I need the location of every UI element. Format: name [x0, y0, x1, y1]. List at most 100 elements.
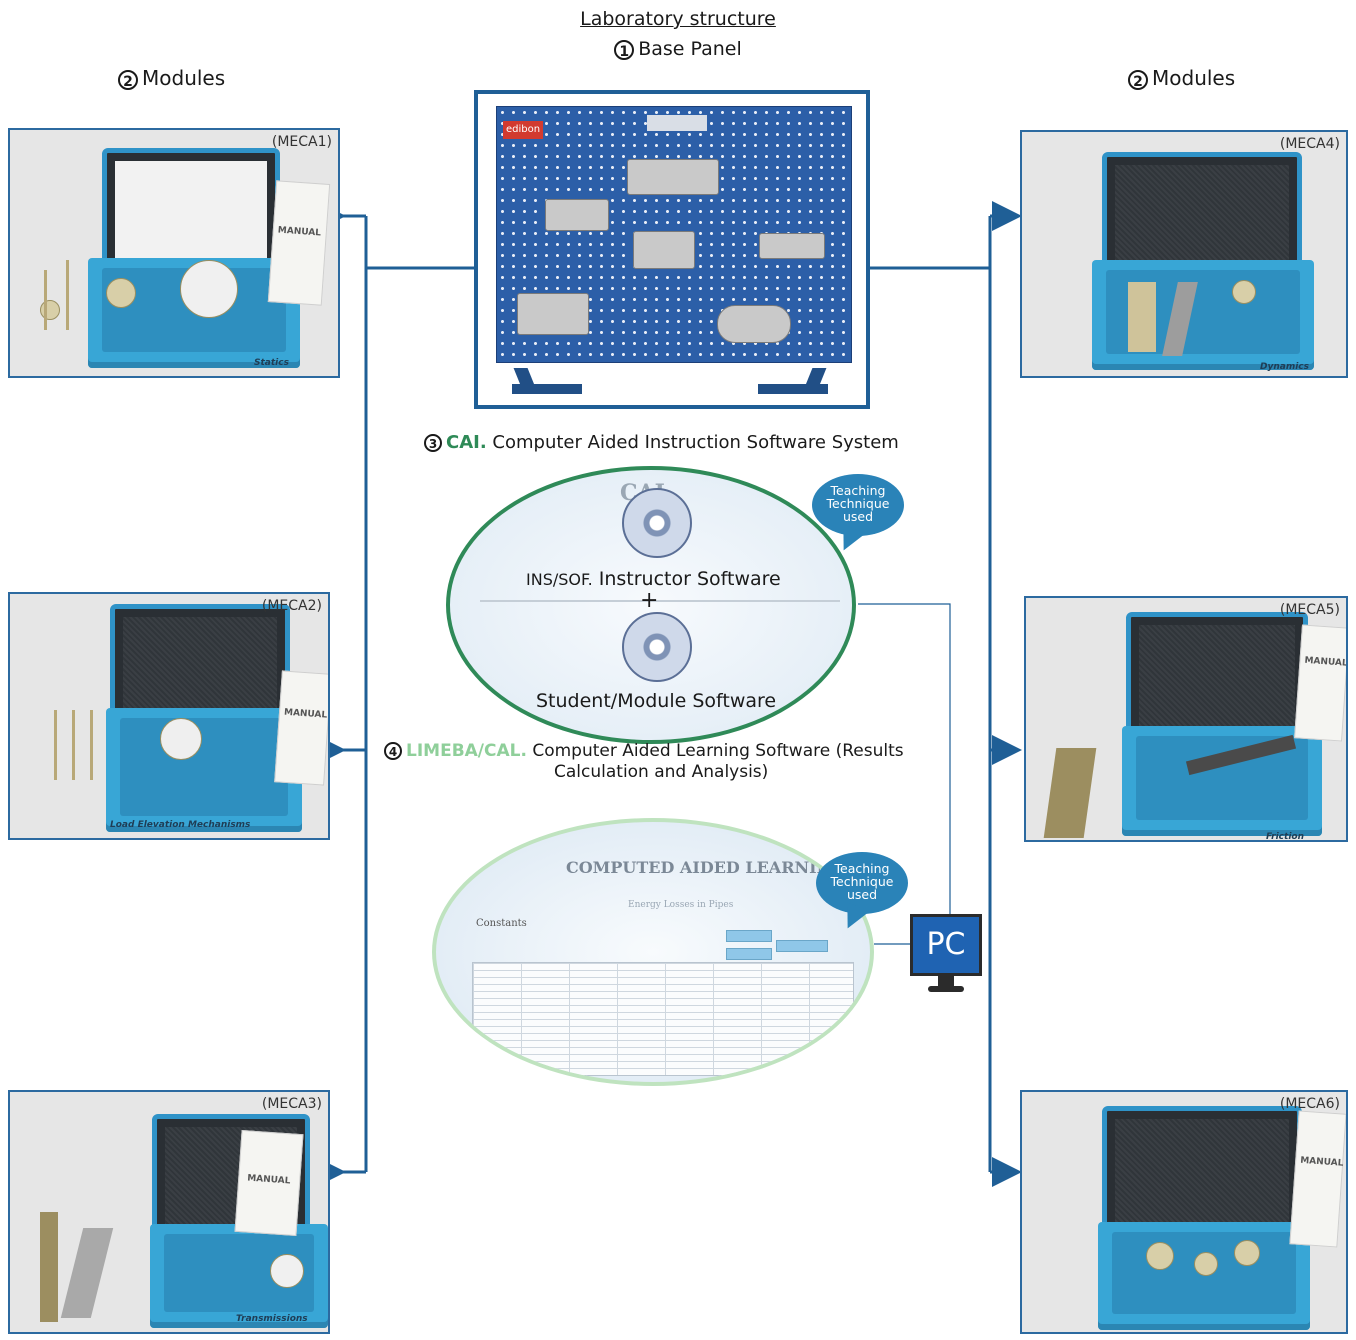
cal-constants-label: Constants: [476, 918, 527, 929]
case-label: Dynamics: [1260, 362, 1309, 372]
number-badge-4: 4: [384, 742, 402, 760]
base-panel-label: Base Panel: [638, 38, 742, 60]
module-ref: (MECA2): [261, 598, 322, 614]
cai-software-ellipse: CAI INS/SOF. Instructor Software + Stude…: [446, 466, 856, 744]
module-ref: (MECA5): [1279, 602, 1340, 618]
module-meca5: (MECA5) MANUAL Friction: [1024, 596, 1348, 842]
mounted-mechanism: [517, 293, 589, 335]
module-meca6: (MECA6) MANUAL: [1020, 1090, 1348, 1334]
case-lid: [1102, 152, 1302, 280]
diagram-title: Laboratory structure: [580, 8, 776, 30]
base-panel-photo: edibon: [474, 90, 870, 409]
case-lid: [110, 604, 290, 726]
component-rod: [44, 270, 47, 330]
cd-disc-icon: [622, 612, 692, 682]
case-label: Friction: [1266, 832, 1304, 842]
limeba-title-line2: Calculation and Analysis): [554, 762, 769, 782]
mounted-mechanism: [627, 159, 719, 195]
brand-logo: edibon: [503, 121, 543, 139]
manual-booklet: MANUAL: [1294, 624, 1346, 742]
mounted-mechanism: [759, 233, 825, 259]
limeba-abbr: LIMEBA/CAL.: [406, 741, 527, 761]
pc-base: [928, 986, 964, 992]
perforated-board: edibon: [496, 106, 852, 363]
case-base: [1092, 260, 1314, 370]
component-part: [40, 300, 60, 320]
cal-results-table: [472, 962, 854, 1076]
screenshot-button: [726, 930, 772, 942]
case-base: [1098, 1222, 1310, 1330]
cal-software-ellipse: COMPUTED AIDED LEARNING Energy Losses in…: [432, 818, 874, 1086]
component-rod: [54, 710, 57, 780]
component-ramp: [1043, 748, 1097, 838]
case-lid: [1102, 1106, 1302, 1240]
manual-booklet: MANUAL: [267, 180, 331, 306]
number-badge-3: 3: [424, 434, 442, 452]
component-part: [1234, 1240, 1260, 1266]
panel-foot: [512, 384, 582, 394]
module-ref: (MECA1): [271, 134, 332, 150]
plus-sign: +: [640, 588, 659, 613]
cd-disc-icon: [622, 488, 692, 558]
component-bar: [40, 1212, 58, 1322]
component-part: [180, 260, 238, 318]
case-label: Statics: [254, 358, 289, 368]
module-meca3: (MECA3) MANUAL Transmissions: [8, 1090, 330, 1334]
component-part: [1194, 1252, 1218, 1276]
component-block: [1128, 282, 1156, 352]
case-label: Transmissions: [236, 1314, 308, 1324]
module-meca1: (MECA1) MANUAL Statics: [8, 128, 340, 378]
component-rod: [72, 710, 75, 780]
modules-label: Modules: [1152, 66, 1236, 90]
component-part: [106, 278, 136, 308]
module-ref: (MECA3): [261, 1096, 322, 1112]
case-lid: [1126, 612, 1308, 744]
pc-monitor-icon: PC: [910, 914, 982, 976]
pc-stand: [938, 976, 954, 988]
case-base: [106, 708, 302, 832]
cal-background-subheading: Energy Losses in Pipes: [628, 900, 734, 910]
background-rule: [480, 600, 840, 602]
screenshot-button: [726, 948, 772, 960]
screenshot-button: [776, 940, 828, 952]
cai-abbr: CAI.: [446, 432, 487, 453]
mounted-mechanism: [717, 305, 791, 343]
number-badge-2: 2: [118, 69, 138, 90]
component-part: [160, 718, 202, 760]
cai-title-text: Computer Aided Instruction Software Syst…: [492, 432, 899, 453]
manual-booklet: MANUAL: [234, 1129, 304, 1237]
connector-cai-pc: [858, 603, 951, 914]
limeba-title-line1: Computer Aided Learning Software (Result…: [532, 741, 904, 761]
modules-label: Modules: [142, 66, 226, 90]
panel-nameplate: [647, 115, 707, 131]
panel-foot: [758, 384, 828, 394]
case-lid: [102, 148, 280, 276]
component-plate: [60, 1228, 114, 1318]
module-ref: (MECA6): [1279, 1096, 1340, 1112]
component-rod: [90, 710, 93, 780]
manual-booklet: MANUAL: [1289, 1110, 1346, 1248]
number-badge-1: 1: [614, 39, 635, 60]
mounted-mechanism: [633, 231, 695, 269]
number-badge-2: 2: [1128, 69, 1148, 90]
case-label: Load Elevation Mechanisms: [110, 820, 251, 830]
cal-background-heading: COMPUTED AIDED LEARNING: [566, 858, 845, 877]
module-meca2: (MECA2) MANUAL Load Elevation Mechanisms: [8, 592, 330, 840]
component-part: [1146, 1242, 1174, 1270]
module-ref: (MECA4): [1279, 136, 1340, 152]
component-part: [1232, 280, 1256, 304]
mounted-mechanism: [545, 199, 609, 231]
component-rod: [66, 260, 69, 330]
component-part: [270, 1254, 304, 1288]
instructor-software-label: INS/SOF. Instructor Software: [526, 568, 781, 590]
student-software-label: Student/Module Software: [536, 690, 777, 712]
manual-booklet: MANUAL: [274, 670, 328, 786]
